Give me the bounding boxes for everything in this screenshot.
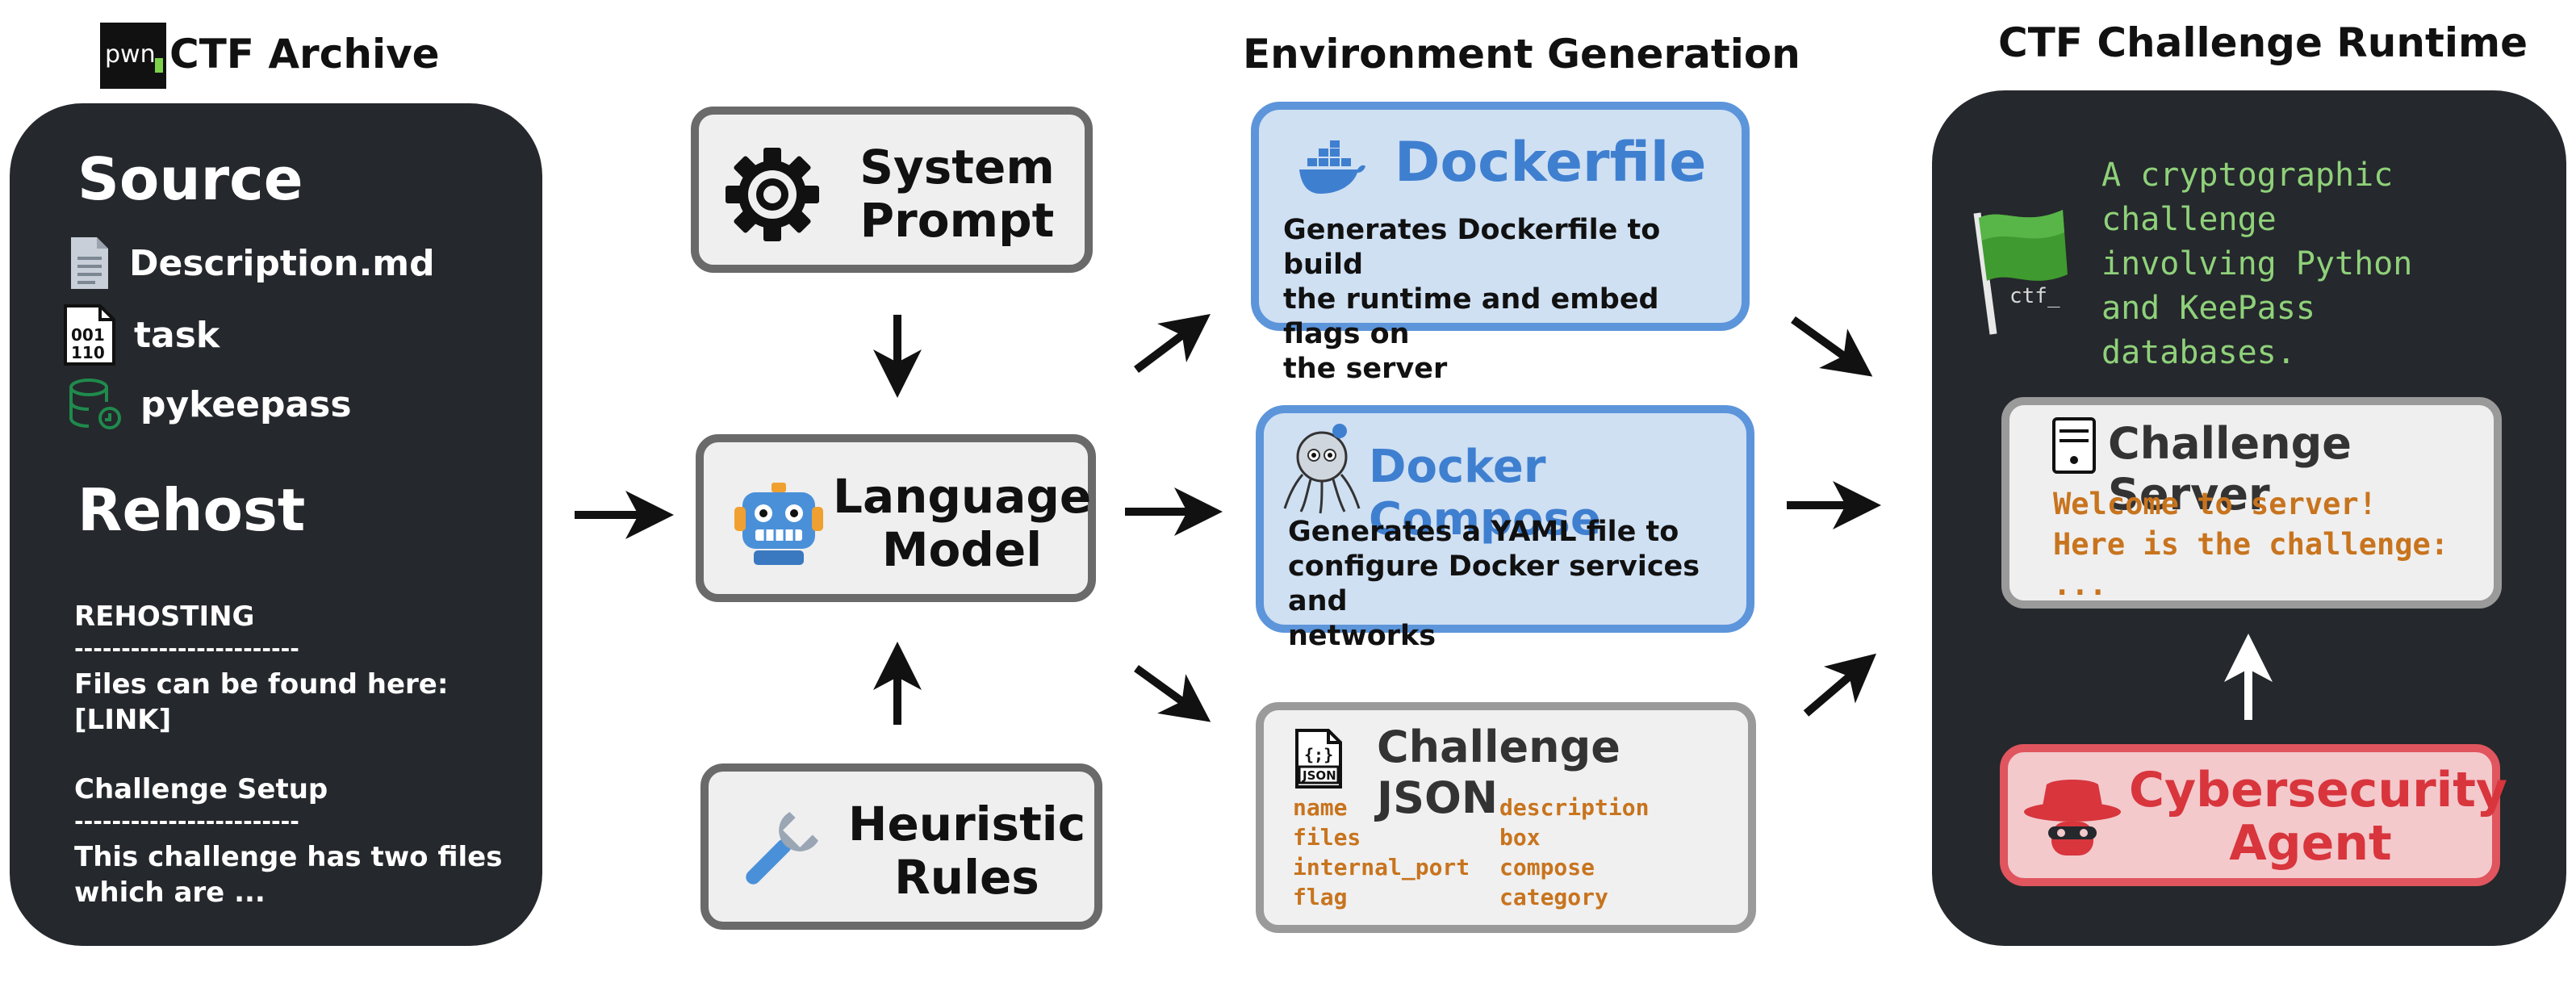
json-field: files xyxy=(1293,824,1361,851)
challenge-json-title: Challenge JSON xyxy=(1377,722,1620,823)
rehost-line: ------------------------ xyxy=(74,635,299,662)
docker-compose-title: Docker Compose xyxy=(1369,441,1601,546)
language-model-label: Language Model xyxy=(833,469,1092,577)
server-output: Welcome to server! Here is the challenge… xyxy=(2053,487,2449,602)
rehost-line: ------------------------ xyxy=(74,808,299,835)
json-field: description xyxy=(1499,794,1650,821)
flag-icon xyxy=(1973,210,2068,335)
svg-text:{;}: {;} xyxy=(1304,745,1333,764)
runtime-header: CTF Challenge Runtime xyxy=(1998,19,2528,66)
arrow-json-to-runtime xyxy=(1803,653,1877,717)
arrow-model-to-dockerfile xyxy=(1134,314,1211,373)
arrow-model-to-json xyxy=(1134,664,1211,722)
dockerfile-box: Dockerfile Generates Dockerfile to build… xyxy=(1251,102,1750,385)
file-name: task xyxy=(134,314,220,356)
binary-file-icon: 001 110 xyxy=(64,304,115,366)
env-gen-header: Environment Generation xyxy=(1243,31,1800,77)
rehost-line: [LINK] xyxy=(74,704,172,736)
pwn-logo-cursor xyxy=(155,58,163,73)
dockerfile-title: Dockerfile xyxy=(1395,131,1707,195)
json-field: box xyxy=(1499,824,1541,851)
server-icon xyxy=(2052,417,2096,474)
svg-text:001: 001 xyxy=(71,325,105,345)
json-field: name xyxy=(1293,794,1348,821)
document-icon xyxy=(71,237,108,289)
json-field: category xyxy=(1499,884,1608,910)
database-icon xyxy=(69,379,121,429)
cybersecurity-agent-label: Cybersecurity Agent xyxy=(2129,762,2508,872)
rehost-line: This challenge has two files xyxy=(74,841,503,873)
arrow-dockerfile-to-runtime xyxy=(1791,316,1873,377)
json-field: compose xyxy=(1499,854,1595,881)
file-item-pykeepass: pykeepass xyxy=(68,378,352,431)
rehost-title: Rehost xyxy=(77,476,306,544)
challenge-description: A cryptographic challenge involving Pyth… xyxy=(2101,157,2413,371)
challenge-json-box: {;} JSON Challenge JSON name files inter… xyxy=(1256,702,1756,933)
json-file-icon: {;} xyxy=(1295,729,1342,789)
ctf-archive-panel: Source Description.md 001 110 task xyxy=(10,103,542,946)
file-name: pykeepass xyxy=(140,383,352,425)
system-prompt-label: System Prompt xyxy=(859,140,1055,248)
wrench-icon xyxy=(746,812,818,885)
docker-whale-icon xyxy=(1299,140,1365,194)
pwn-logo: pwn xyxy=(100,23,166,89)
ctf-runtime-panel: ctf_ A cryptographic challenge involving… xyxy=(1932,90,2566,946)
source-title: Source xyxy=(77,145,303,213)
json-field: internal_port xyxy=(1293,854,1470,881)
octopus-icon xyxy=(1283,424,1361,514)
flag-text: ctf_ xyxy=(2009,284,2060,308)
rehost-line: Challenge Setup xyxy=(74,773,328,805)
docker-compose-desc: Generates a YAML file to configure Docke… xyxy=(1288,516,1700,652)
json-field: flag xyxy=(1293,884,1348,910)
challenge-server-box: Challenge Server Welcome to server! Here… xyxy=(2001,397,2502,609)
file-item-task: 001 110 task xyxy=(63,303,220,366)
file-name: Description.md xyxy=(129,242,435,284)
spy-agent-icon xyxy=(2024,780,2121,855)
dockerfile-desc: Generates Dockerfile to build the runtim… xyxy=(1283,214,1661,385)
json-icon-label: JSON xyxy=(1303,768,1336,783)
language-model-box: Language Model xyxy=(696,434,1096,602)
system-prompt-box: System Prompt xyxy=(691,107,1093,273)
cybersecurity-agent-box: Cybersecurity Agent xyxy=(2000,744,2508,886)
file-item-description: Description.md xyxy=(68,236,435,291)
gear-icon xyxy=(726,148,819,241)
heuristic-rules-box: Heuristic Rules xyxy=(700,763,1102,930)
rehost-line: Files can be found here: xyxy=(74,668,449,701)
ctf-archive-header: CTF Archive xyxy=(169,31,440,77)
robot-icon xyxy=(734,483,823,565)
rehost-line: REHOSTING xyxy=(74,600,255,633)
pwn-logo-text: pwn xyxy=(105,40,156,69)
docker-compose-box: Docker Compose Generates a YAML file to … xyxy=(1256,405,1754,652)
challenge-server-title: Challenge Server xyxy=(2108,418,2352,520)
rehost-line: which are ... xyxy=(74,876,266,909)
svg-text:110: 110 xyxy=(71,343,105,362)
heuristic-rules-label: Heuristic Rules xyxy=(847,797,1086,905)
